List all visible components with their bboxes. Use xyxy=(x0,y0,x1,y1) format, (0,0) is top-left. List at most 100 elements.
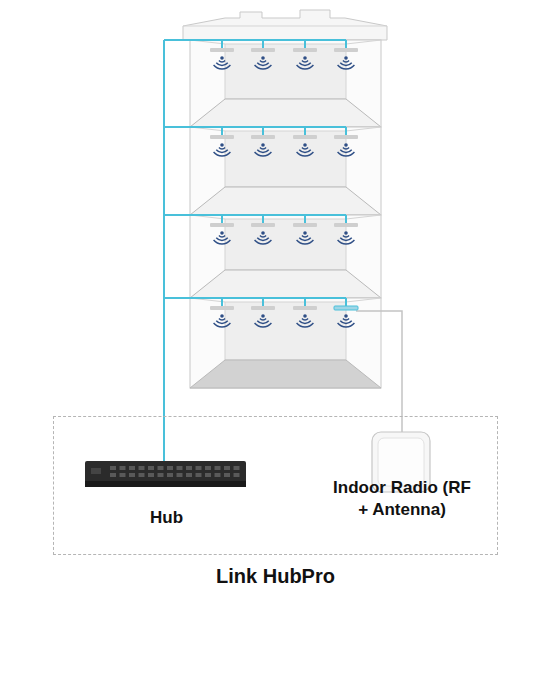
hub-port xyxy=(110,466,116,470)
signal-wave xyxy=(302,61,308,62)
antenna-dot xyxy=(220,231,224,235)
signal-wave xyxy=(260,236,266,237)
hub-port xyxy=(196,473,202,477)
hub-port xyxy=(148,466,154,470)
cable-drop xyxy=(221,298,223,306)
hub-port xyxy=(186,473,192,477)
signal-wave xyxy=(255,323,272,327)
hub-port xyxy=(120,473,126,477)
antenna xyxy=(334,48,358,69)
signal-wave xyxy=(260,319,266,320)
signal-wave xyxy=(214,65,231,69)
hub-port xyxy=(177,473,183,477)
back-wall xyxy=(225,44,346,99)
hub-body xyxy=(85,461,246,487)
hub-port xyxy=(205,473,211,477)
roof-shape xyxy=(183,10,387,40)
signal-wave xyxy=(297,152,314,156)
hub-port xyxy=(186,466,192,470)
device-label: Indoor Radio (RF + Antenna) xyxy=(332,477,472,521)
cable-drop xyxy=(221,127,223,135)
hub-port xyxy=(167,473,173,477)
hub-port xyxy=(129,473,135,477)
antenna xyxy=(210,48,234,69)
signal-wave xyxy=(299,238,310,241)
signal-wave xyxy=(219,148,225,149)
signal-wave xyxy=(338,65,355,69)
radio-box: Indoor Radio (RF + Antenna) xyxy=(332,431,472,561)
hub-port xyxy=(196,466,202,470)
antenna xyxy=(210,135,234,156)
perspective-line xyxy=(346,127,381,131)
antenna-dot xyxy=(344,56,348,60)
cable-branch xyxy=(164,214,346,216)
system-group: HubIndoor Radio (RF + Antenna)Link HubPr… xyxy=(53,416,498,555)
antenna xyxy=(251,48,275,69)
hub-panel xyxy=(91,468,101,474)
antenna xyxy=(293,306,317,327)
hub-port xyxy=(158,473,164,477)
signal-wave xyxy=(338,152,355,156)
signal-wave xyxy=(255,152,272,156)
cable-drop xyxy=(345,40,347,48)
hub-port xyxy=(110,473,116,477)
antenna-mount xyxy=(251,223,275,227)
signal-wave xyxy=(216,63,227,66)
antenna xyxy=(293,223,317,244)
hub-port xyxy=(234,466,240,470)
signal-wave xyxy=(302,319,308,320)
floor xyxy=(190,40,381,127)
signal-wave xyxy=(216,321,227,324)
signal-wave xyxy=(340,63,351,66)
signal-wave xyxy=(297,240,314,244)
cable-drop xyxy=(262,215,264,223)
signal-wave xyxy=(257,150,268,153)
perspective-line xyxy=(346,215,381,219)
antenna xyxy=(251,306,275,327)
signal-wave xyxy=(302,236,308,237)
hub-port xyxy=(224,473,230,477)
antenna-dot xyxy=(344,143,348,147)
signal-wave xyxy=(214,240,231,244)
antenna-dot xyxy=(303,314,307,318)
floor xyxy=(190,127,381,215)
antenna-mount xyxy=(293,48,317,52)
antenna-mount xyxy=(210,223,234,227)
antenna-dot xyxy=(261,231,265,235)
signal-wave xyxy=(299,150,310,153)
hub-box: Hub xyxy=(84,461,249,561)
hub-port xyxy=(139,466,145,470)
signal-wave xyxy=(257,238,268,241)
signal-wave xyxy=(302,148,308,149)
signal-wave xyxy=(343,61,349,62)
antenna-mount xyxy=(334,223,358,227)
signal-wave xyxy=(297,65,314,69)
floor xyxy=(190,298,381,388)
antenna-dot xyxy=(344,231,348,235)
cable xyxy=(164,40,346,463)
signal-wave xyxy=(216,150,227,153)
back-wall xyxy=(225,302,346,360)
antenna-mount xyxy=(251,135,275,139)
antenna xyxy=(334,135,358,156)
antenna-mount xyxy=(334,48,358,52)
cable-drop xyxy=(345,215,347,223)
cable-branch xyxy=(164,39,346,41)
signal-wave xyxy=(340,238,351,241)
hub-base xyxy=(85,481,246,487)
signal-wave xyxy=(338,323,355,327)
roof-edge xyxy=(183,26,387,27)
back-wall xyxy=(225,219,346,270)
antenna xyxy=(251,223,275,244)
signal-wave xyxy=(260,61,266,62)
rf-cable xyxy=(356,311,402,432)
signal-wave xyxy=(219,61,225,62)
signal-wave xyxy=(338,240,355,244)
hub-port xyxy=(158,466,164,470)
floor-plane xyxy=(190,99,381,127)
floor-frame xyxy=(190,127,381,215)
antenna-mount xyxy=(334,135,358,139)
cable-drop xyxy=(304,127,306,135)
antenna xyxy=(251,135,275,156)
